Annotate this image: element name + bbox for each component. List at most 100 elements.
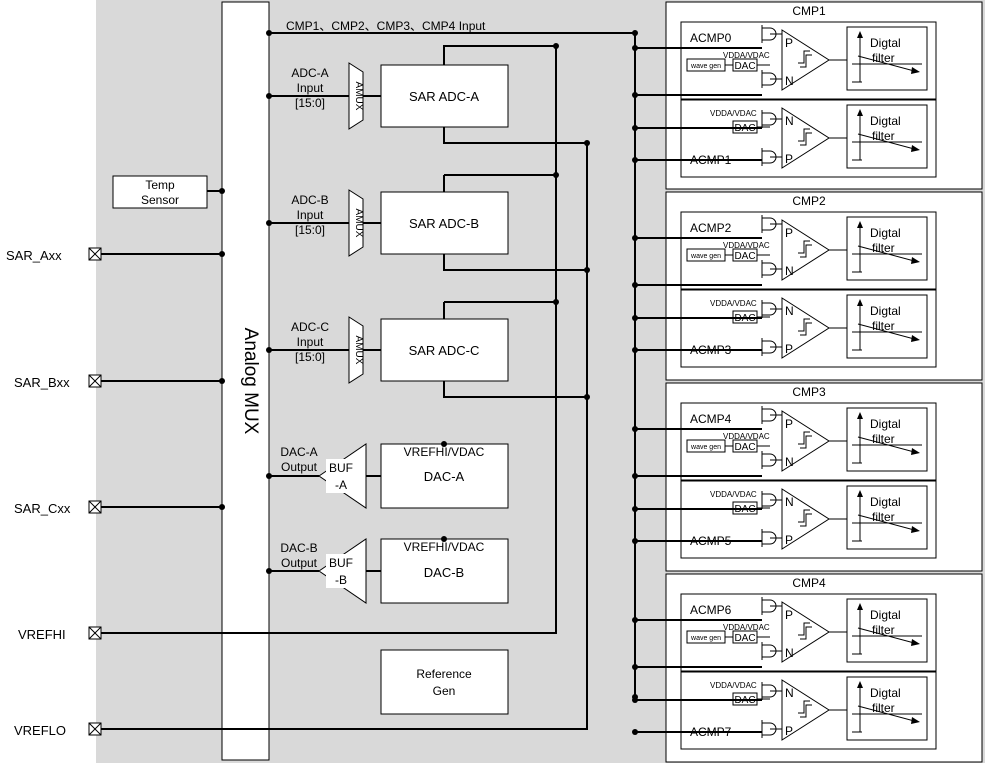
svg-text:ADC-B: ADC-B — [291, 193, 328, 207]
hysteresis-icon — [800, 704, 812, 718]
junction-dot — [632, 617, 638, 623]
cmp-group-title: CMP3 — [792, 385, 826, 399]
junction-dot — [632, 282, 638, 288]
cmp-group-title: CMP2 — [792, 194, 826, 208]
svg-text:SAR ADC-C: SAR ADC-C — [409, 343, 480, 358]
hysteresis-icon — [800, 244, 812, 258]
pin-sar-bxx: SAR_Bxx — [14, 374, 225, 390]
vdda-vdac-label: VDDA/VDAC — [710, 681, 757, 690]
n-input-label: N — [785, 74, 794, 88]
acmp-label: ACMP6 — [690, 603, 732, 617]
svg-text:Output: Output — [281, 460, 318, 474]
adc-c-section: ADC-C Input [15:0] AMUX SAR ADC-C — [266, 316, 509, 384]
dac-a-block — [380, 443, 509, 509]
svg-text:SAR_Cxx: SAR_Cxx — [14, 501, 71, 516]
junction-dot — [632, 315, 638, 321]
acmp-label: ACMP4 — [690, 412, 732, 426]
svg-text:-B: -B — [335, 573, 347, 587]
wave-gen-label: wave gen — [690, 63, 721, 70]
svg-text:ADC-C: ADC-C — [291, 320, 329, 334]
svg-text:Input: Input — [297, 81, 324, 95]
junction-dot — [632, 426, 638, 432]
junction-dot — [632, 694, 638, 700]
junction-dot — [632, 235, 638, 241]
pin-sar-axx: SAR_Axx — [6, 247, 225, 263]
cmp-input-label: CMP1、CMP2、CMP3、CMP4 Input — [286, 19, 486, 33]
n-input-label: N — [785, 114, 794, 128]
vdda-vdac-label: VDDA/VDAC — [710, 299, 757, 308]
n-input-label: N — [785, 646, 794, 660]
p-input-label: P — [785, 36, 793, 50]
svg-text:Input: Input — [297, 335, 324, 349]
junction-dot — [632, 506, 638, 512]
p-input-label: P — [785, 608, 793, 622]
svg-text:DAC-A: DAC-A — [424, 469, 465, 484]
dac-label: DAC — [734, 251, 755, 262]
adc-b-section: ADC-B Input [15:0] AMUX SAR ADC-B — [266, 189, 509, 257]
temp-sensor-block — [112, 175, 208, 209]
amux-label: AMUX — [353, 336, 364, 365]
svg-text:SAR ADC-B: SAR ADC-B — [409, 216, 479, 231]
dac-b-section: DAC-B Output BUF -B VREFHI/VDAC DAC-B — [266, 536, 509, 604]
n-input-label: N — [785, 495, 794, 509]
vdda-vdac-label: VDDA/VDAC — [710, 109, 757, 118]
p-input-label: P — [785, 226, 793, 240]
svg-text:Output: Output — [281, 556, 318, 570]
digital-filter-label-1: Digtal — [870, 304, 901, 318]
vdda-vdac-label: VDDA/VDAC — [723, 51, 770, 60]
svg-text:Input: Input — [297, 208, 324, 222]
junction-dot — [632, 92, 638, 98]
junction-dot — [632, 473, 638, 479]
n-input-label: N — [785, 455, 794, 469]
dac-label: DAC — [734, 633, 755, 644]
vdda-vdac-label: VDDA/VDAC — [723, 623, 770, 632]
digital-filter-label-1: Digtal — [870, 686, 901, 700]
svg-text:VREFHI: VREFHI — [18, 627, 66, 642]
junction-dot — [632, 157, 638, 163]
vdda-vdac-label: VDDA/VDAC — [723, 241, 770, 250]
svg-text:SAR_Bxx: SAR_Bxx — [14, 375, 70, 390]
svg-text:-A: -A — [335, 478, 347, 492]
digital-filter-label-1: Digtal — [870, 417, 901, 431]
vdda-vdac-label: VDDA/VDAC — [710, 490, 757, 499]
analog-mux-label: Analog MUX — [240, 328, 261, 435]
reference-gen-label-2: Gen — [433, 684, 456, 698]
digital-filter-label-1: Digtal — [870, 226, 901, 240]
svg-text:DAC-B: DAC-B — [280, 541, 317, 555]
wave-gen-label: wave gen — [690, 444, 721, 451]
adc-a-section: ADC-A Input [15:0] AMUX SAR ADC-A — [266, 62, 509, 130]
junction-dot — [632, 538, 638, 544]
junction-dot — [632, 45, 638, 51]
dac-label: DAC — [734, 61, 755, 72]
junction-dot — [632, 729, 638, 735]
wave-gen-label: wave gen — [690, 253, 721, 260]
svg-text:SAR ADC-A: SAR ADC-A — [409, 89, 479, 104]
p-input-label: P — [785, 533, 793, 547]
vdda-vdac-label: VDDA/VDAC — [723, 432, 770, 441]
svg-text:[15:0]: [15:0] — [295, 350, 325, 364]
svg-text:ADC-A: ADC-A — [291, 66, 328, 80]
svg-text:[15:0]: [15:0] — [295, 223, 325, 237]
temp-sensor-label-1: Temp — [145, 178, 175, 192]
p-input-label: P — [785, 342, 793, 356]
sar-adc-a-block — [380, 64, 509, 128]
n-input-label: N — [785, 686, 794, 700]
p-input-label: P — [785, 724, 793, 738]
sar-adc-c-block — [380, 318, 509, 382]
svg-text:VREFHI/VDAC: VREFHI/VDAC — [404, 445, 485, 459]
acmp-label: ACMP0 — [690, 31, 732, 45]
svg-text:VREFHI/VDAC: VREFHI/VDAC — [404, 540, 485, 554]
svg-text:BUF: BUF — [329, 461, 353, 475]
hysteresis-icon — [800, 54, 812, 68]
svg-text:[15:0]: [15:0] — [295, 96, 325, 110]
junction-dot — [632, 30, 638, 36]
dac-label: DAC — [734, 442, 755, 453]
reference-gen-block — [380, 649, 509, 715]
cmp-group-title: CMP4 — [792, 576, 826, 590]
hysteresis-icon — [800, 513, 812, 527]
